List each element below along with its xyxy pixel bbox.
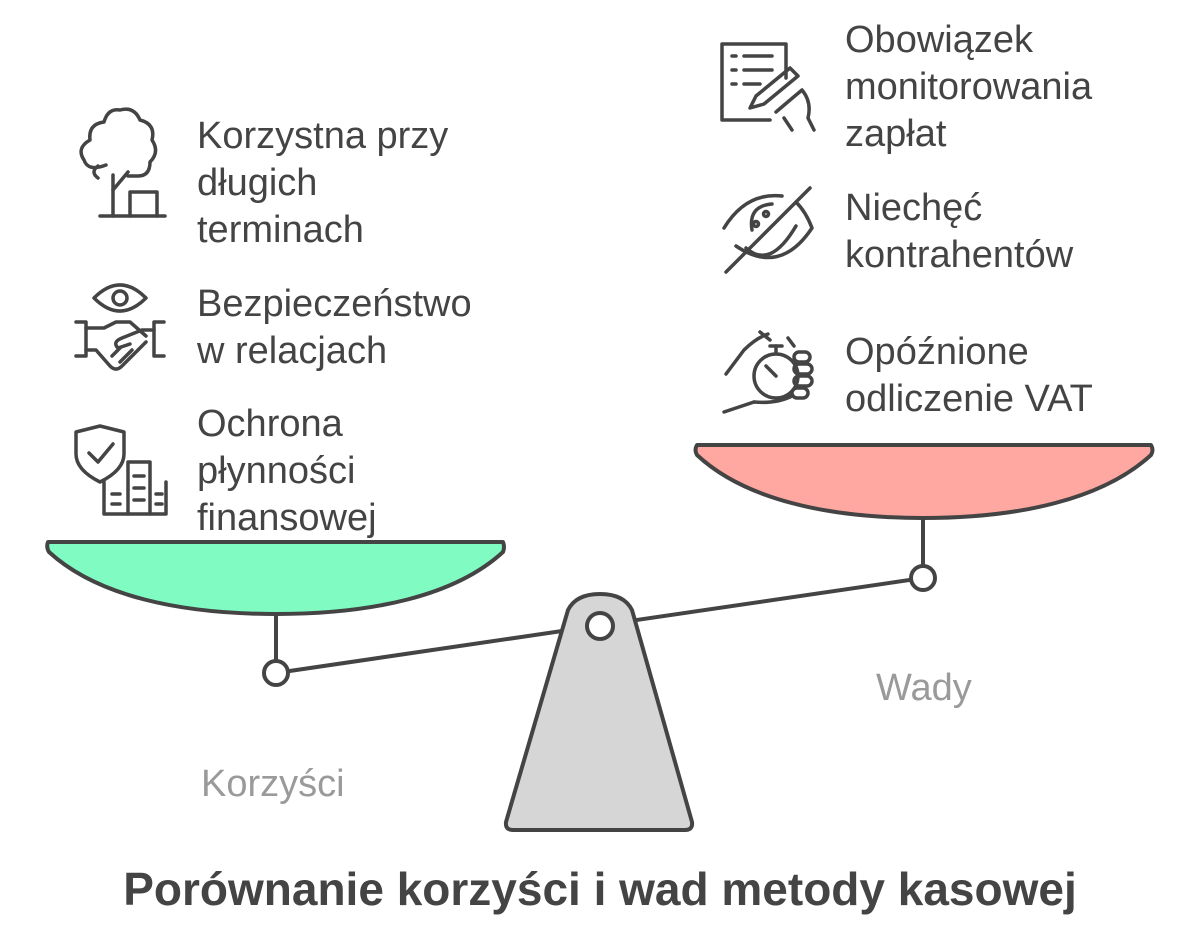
benefit-item-line: finansowej: [197, 497, 377, 539]
drawback-item-line: kontrahentów: [845, 234, 1074, 276]
drawbacks-pan: [693, 443, 1155, 520]
drawback-item-line: odliczenie VAT: [845, 378, 1093, 420]
drawback-item-monitoring: Obowiązek monitorowania zapłat: [845, 17, 1092, 158]
drawback-item-vat: Opóźnione odliczenie VAT: [845, 329, 1093, 423]
drawback-item-line: Obowiązek: [845, 19, 1033, 61]
checklist-pen-icon: [720, 42, 816, 132]
benefit-item-line: Korzystna przy: [197, 115, 449, 157]
benefit-item-line: płynności: [197, 450, 356, 492]
benefits-pan: [45, 540, 506, 616]
benefit-item-security: Bezpieczeństwo w relacjach: [197, 281, 472, 375]
drawback-item-line: Opóźnione: [845, 331, 1029, 373]
benefit-item-line: terminach: [197, 209, 364, 251]
benefit-item-line: długich: [197, 162, 318, 204]
benefit-item-line: Bezpieczeństwo: [197, 283, 472, 325]
shield-building-icon: [74, 424, 168, 516]
benefit-item-long-terms: Korzystna przy długich terminach: [197, 113, 448, 254]
drawback-item-line: Niechęć: [845, 187, 983, 229]
page-title: Porównanie korzyści i wad metody kasowej: [123, 863, 1077, 915]
drawbacks-label: Wady: [876, 667, 972, 709]
benefits-pivot: [262, 659, 290, 687]
fulcrum: [503, 592, 695, 832]
benefits-label: Korzyści: [201, 763, 345, 805]
drawbacks-pivot: [909, 564, 937, 592]
benefit-item-liquidity: Ochrona płynności finansowej: [197, 401, 377, 542]
stopwatch-hand-icon: [722, 330, 814, 414]
benefit-item-line: Ochrona: [197, 403, 343, 445]
tree-icon: [79, 107, 167, 218]
drawback-item-line: zapłat: [845, 113, 947, 155]
handshake-eye-icon: [74, 283, 166, 371]
drawback-item-reluctance: Niechęć kontrahentów: [845, 185, 1073, 279]
benefit-item-line: w relacjach: [197, 330, 388, 372]
fulcrum-pivot: [585, 611, 615, 641]
drawback-item-line: monitorowania: [845, 66, 1093, 108]
eye-slash-icon: [722, 186, 814, 274]
